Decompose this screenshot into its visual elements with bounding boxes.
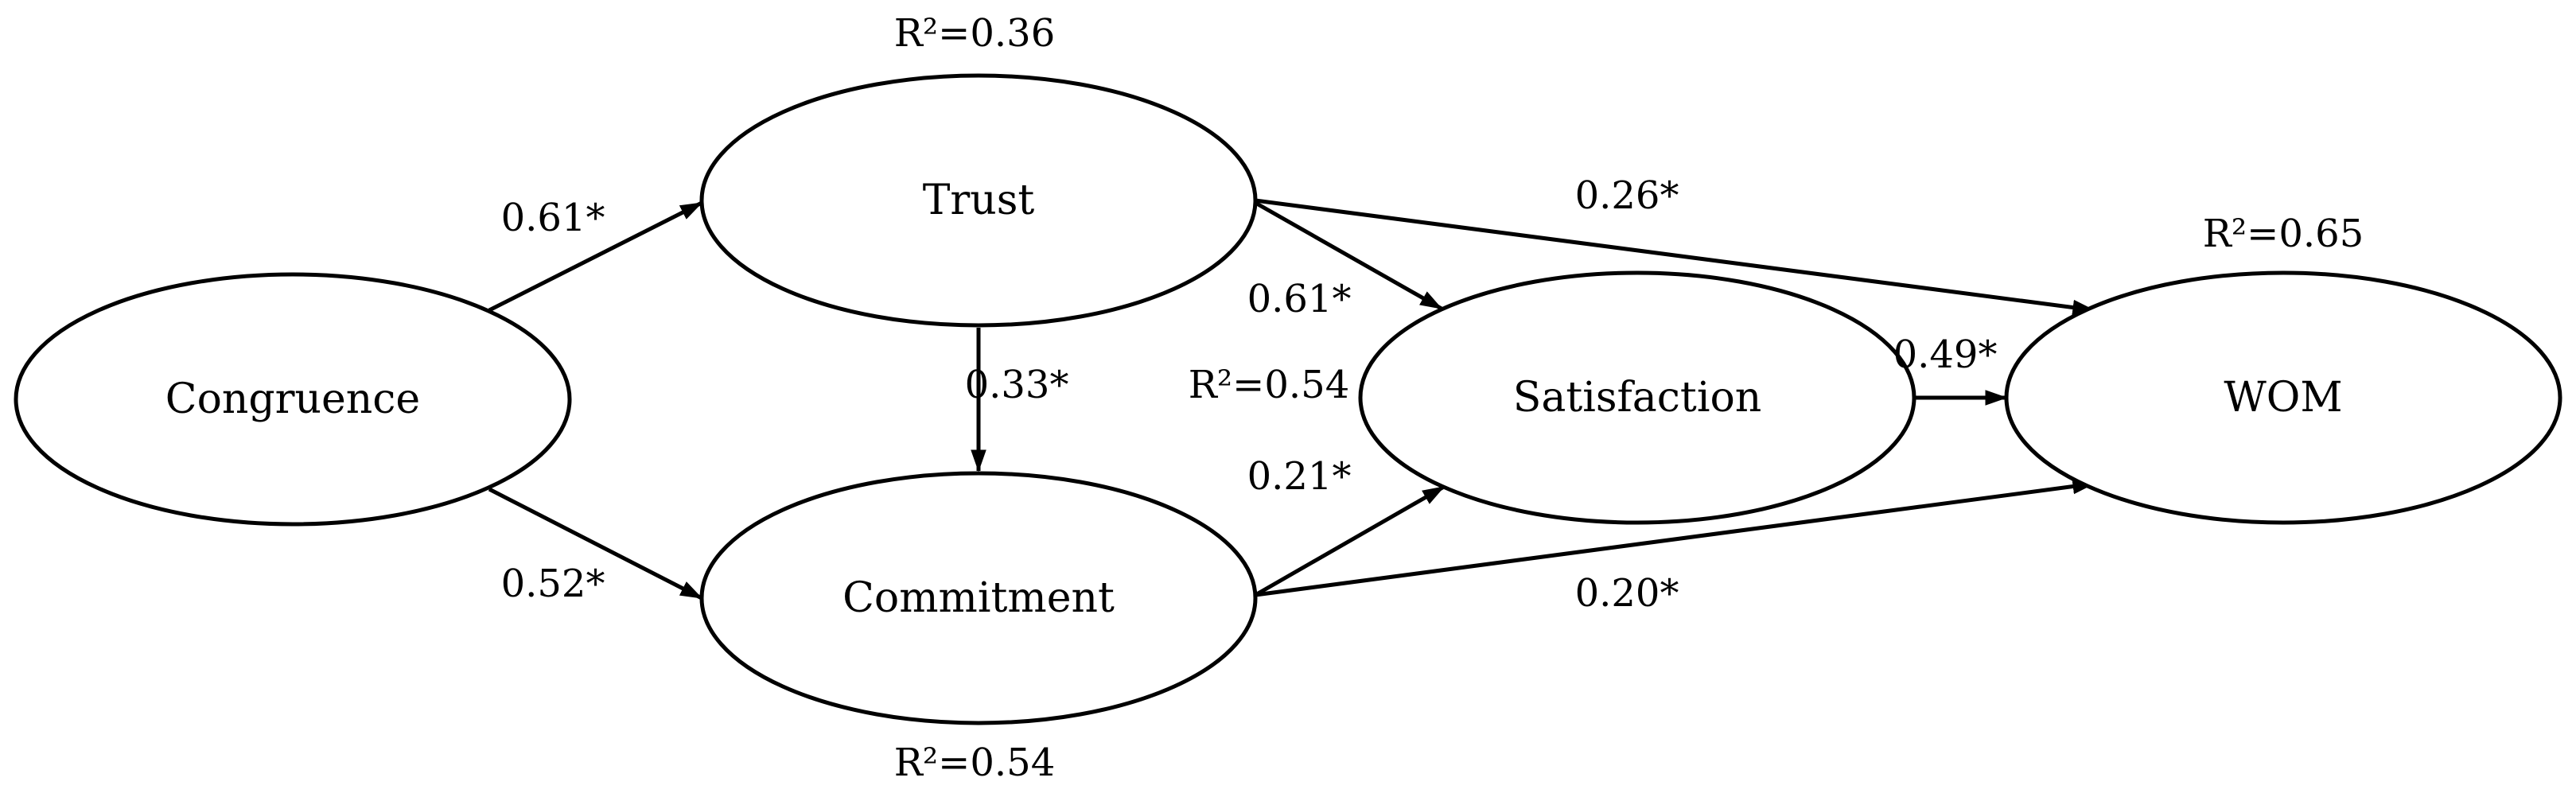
node-satisfaction: Satisfaction xyxy=(1358,270,1916,525)
path-label-trust-commitment: 0.33* xyxy=(965,363,1069,407)
node-wom-shape xyxy=(2004,270,2562,525)
edge-congruence-commitment xyxy=(488,487,703,601)
r2-label-trust: R²=0.36 xyxy=(894,11,1055,56)
path-label-trust-wom: 0.26* xyxy=(1575,173,1679,218)
node-wom-label: WOM xyxy=(2224,374,2342,422)
path-label-commitment-wom: 0.20* xyxy=(1575,571,1679,616)
path-label-congruence-trust: 0.61* xyxy=(501,196,605,240)
node-commitment: Commitment xyxy=(699,471,1258,725)
node-wom: WOM xyxy=(2004,270,2562,525)
r2-label-commitment: R²=0.54 xyxy=(894,741,1055,785)
nodes: Congruence Trust Commitment Satisfaction… xyxy=(14,73,2562,725)
node-congruence-shape xyxy=(14,272,572,527)
edge-congruence-trust xyxy=(488,200,703,313)
path-label-congruence-commitment: 0.52* xyxy=(501,562,605,606)
edge-trust-satisfaction xyxy=(1254,200,1443,311)
edge-commitment-satisfaction xyxy=(1254,484,1446,597)
path-label-commitment-satisfaction: 0.21* xyxy=(1247,454,1352,499)
path-coefficient-labels: 0.61* 0.52* 0.33* 0.61* 0.26* 0.21* 0.20… xyxy=(501,173,1998,616)
node-trust: Trust xyxy=(699,73,1258,328)
node-commitment-label: Commitment xyxy=(842,574,1115,622)
edges xyxy=(488,198,2095,601)
path-label-satisfaction-wom: 0.49* xyxy=(1893,332,1998,377)
r2-label-satisfaction: R²=0.54 xyxy=(1189,363,1349,407)
node-congruence: Congruence xyxy=(14,272,572,527)
node-trust-shape xyxy=(699,73,1258,328)
path-label-trust-satisfaction: 0.61* xyxy=(1247,277,1352,321)
node-commitment-shape xyxy=(699,471,1258,725)
node-congruence-label: Congruence xyxy=(165,375,420,423)
node-satisfaction-shape xyxy=(1358,270,1916,525)
r-squared-labels: R²=0.36 R²=0.54 R²=0.54 R²=0.65 xyxy=(894,11,2364,785)
edge-commitment-wom xyxy=(1255,478,2095,597)
r2-label-wom: R²=0.65 xyxy=(2203,212,2364,256)
edge-trust-wom xyxy=(1255,198,2095,316)
node-satisfaction-label: Satisfaction xyxy=(1513,374,1762,422)
node-trust-label: Trust xyxy=(923,177,1035,224)
